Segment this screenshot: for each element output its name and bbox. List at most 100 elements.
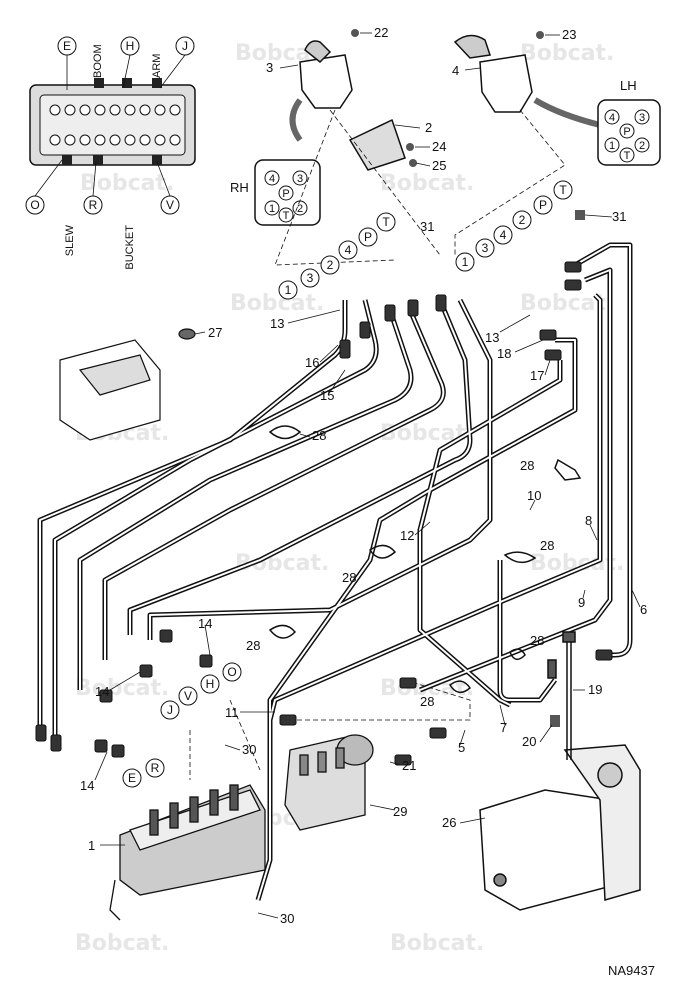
left-port-label: 1: [285, 283, 292, 297]
valve-letter-J: J: [182, 39, 188, 53]
right-port-label: P: [539, 198, 547, 212]
callout-18: 18: [497, 346, 511, 361]
lh-port: P: [623, 126, 630, 138]
left-port-label: T: [382, 215, 390, 229]
lh-port: 2: [639, 140, 645, 152]
clamps: [268, 425, 582, 694]
left-port-label: 4: [345, 243, 352, 257]
lh-port: 3: [639, 112, 645, 124]
callout-14: 14: [198, 616, 212, 631]
left-port-label: 3: [307, 271, 314, 285]
callout-28g: 28: [420, 694, 434, 709]
fitting-20: [550, 715, 560, 727]
watermark: Bobcat.: [80, 171, 174, 196]
label-bucket: BUCKET: [124, 225, 136, 270]
valve-letter-O: O: [30, 198, 39, 212]
figure-id: NA9437: [608, 963, 655, 978]
callout-17: 17: [530, 368, 544, 383]
rh-port: 3: [297, 173, 303, 185]
callout-2: 2: [425, 120, 432, 135]
valve-letter-H: H: [126, 39, 135, 53]
callout-30: 30: [242, 742, 256, 757]
valve-letter-R: R: [89, 198, 98, 212]
rh-port: 2: [297, 203, 303, 215]
callout-28d: 28: [540, 538, 554, 553]
callout-11: 11: [225, 705, 239, 720]
callout-28f: 28: [530, 633, 544, 648]
callout-21: 21: [402, 758, 416, 773]
callout-29: 29: [393, 804, 407, 819]
callout-20: 20: [522, 734, 536, 749]
callout-3: 3: [266, 60, 273, 75]
callout-28e: 28: [246, 638, 260, 653]
callout-8: 8: [585, 513, 592, 528]
callout-31: 31: [612, 209, 626, 224]
control-valve-top-view: [29, 78, 196, 166]
right-port-label: 3: [482, 241, 489, 255]
right-port-circles: [455, 180, 573, 272]
rh-port: 4: [269, 173, 275, 185]
hydraulic-pump: [479, 744, 641, 911]
callout-7: 7: [500, 720, 507, 735]
left-port-label: P: [364, 230, 372, 244]
left-port-label: 2: [327, 258, 334, 272]
callout-28: 28: [312, 428, 326, 443]
watermark: Bobcat.: [380, 421, 474, 446]
valve-port-J: J: [167, 703, 173, 717]
rh-cable: [289, 98, 303, 142]
lh-cable: [533, 97, 601, 128]
right-port-label: 1: [462, 255, 469, 269]
lh-joystick: [453, 34, 533, 113]
callout-9: 9: [578, 595, 585, 610]
main-control-valve: [109, 784, 266, 921]
valve-port-circles: [122, 662, 242, 788]
leader-lines: [94, 32, 641, 919]
callout-30b: 30: [280, 911, 294, 926]
callout-24: 24: [432, 139, 446, 154]
callout-28c: 28: [342, 570, 356, 585]
callout-14-low: 14: [80, 778, 94, 793]
watermark: Bobcat.: [75, 676, 169, 701]
valve-port-O: O: [227, 665, 236, 679]
lh-title: LH: [620, 78, 637, 93]
callout-12: 12: [400, 528, 414, 543]
watermark: Bobcat.: [230, 291, 324, 316]
callout-15: 15: [320, 388, 334, 403]
rh-port: T: [283, 210, 290, 222]
lh-port: 1: [609, 140, 615, 152]
pilot-valve: [284, 734, 374, 831]
left-port-circles: [278, 212, 396, 300]
callout-1: 1: [88, 838, 95, 853]
lh-connector: [597, 99, 661, 166]
lh-port: T: [624, 150, 631, 162]
dashed-guides: [189, 109, 566, 780]
valve-port-V: V: [184, 689, 192, 703]
small-fittings: [351, 29, 585, 220]
label-slew: SLEW: [64, 224, 76, 256]
rh-port: 1: [269, 203, 275, 215]
callout-19: 19: [588, 682, 602, 697]
label-arm: ARM: [151, 54, 163, 78]
callout-6: 6: [640, 602, 647, 617]
label-boom: BOOM: [92, 44, 104, 78]
right-port-label: T: [559, 183, 567, 197]
valve-letter-E: E: [63, 39, 71, 53]
watermark: Bobcat.: [380, 171, 474, 196]
lh-port: 4: [609, 112, 615, 124]
watermark: Bobcat.: [390, 931, 484, 956]
watermark: Bobcat.: [520, 41, 614, 66]
right-port-label: 4: [500, 228, 507, 242]
valve-letter-V: V: [166, 198, 174, 212]
callout-13-right: 13: [485, 330, 499, 345]
valve-port-H: H: [206, 677, 215, 691]
callout-28b: 28: [520, 458, 534, 473]
cab-inset: [59, 328, 196, 441]
valve-port-E: E: [128, 771, 136, 785]
callout-31b: 31: [420, 219, 434, 234]
callout-16: 16: [305, 355, 319, 370]
rh-connector: [254, 159, 321, 226]
pipe-19: [547, 631, 576, 760]
callout-23: 23: [562, 27, 576, 42]
rh-joystick: [299, 40, 406, 171]
